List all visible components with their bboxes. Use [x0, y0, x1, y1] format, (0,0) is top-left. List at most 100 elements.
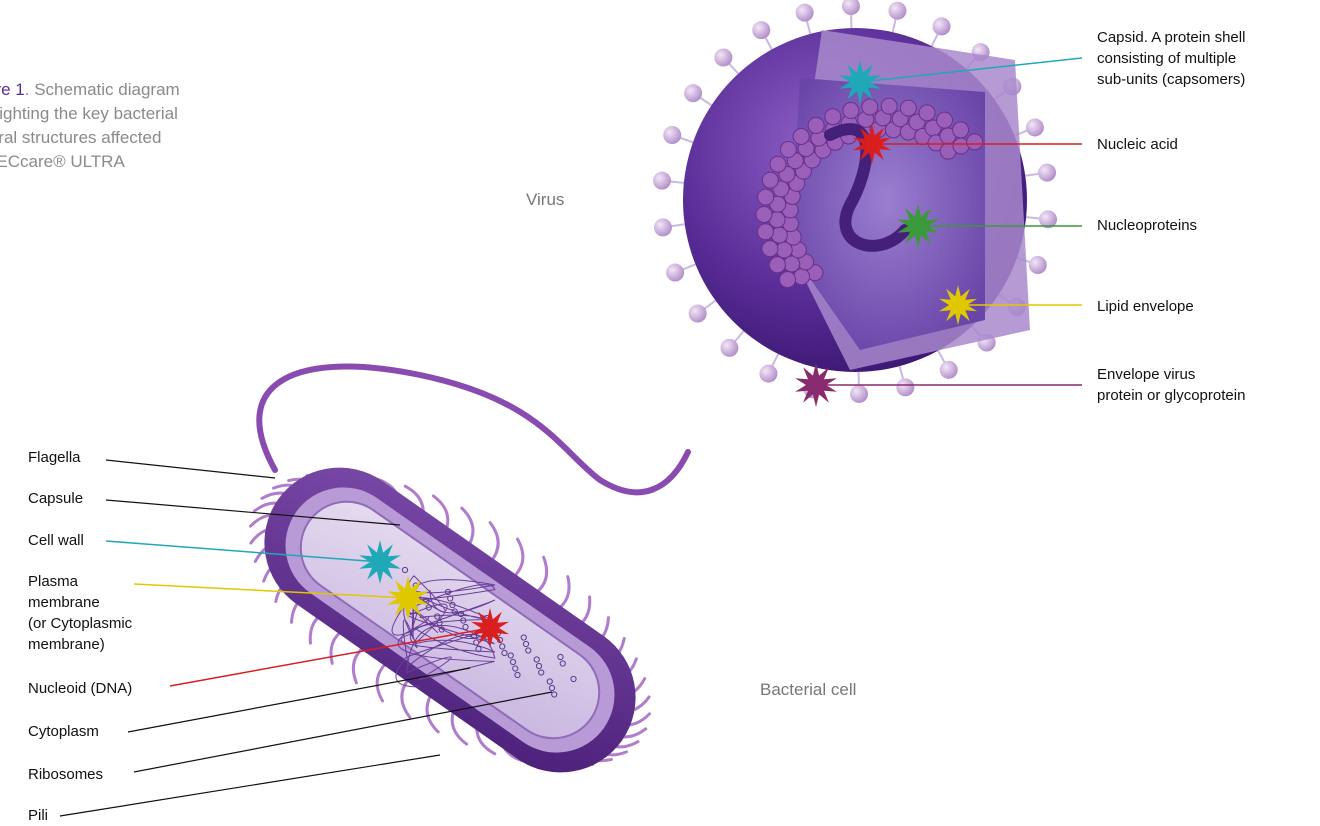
pilus	[402, 677, 410, 717]
virus-spike-knob	[972, 43, 990, 61]
virus-spike-knob	[796, 4, 814, 22]
ribosome	[476, 646, 481, 651]
virus-marker-nucleoproteins	[897, 204, 939, 248]
pilus	[598, 736, 638, 747]
virus-spike-stalk	[999, 295, 1017, 307]
virus-marker-envelope-protein	[795, 363, 837, 407]
virus-spike-knob	[1038, 164, 1056, 182]
capsomer-bead	[925, 120, 941, 136]
bacteria-title: Bacterial cell	[760, 680, 856, 700]
ribosome	[534, 657, 539, 662]
capsomer-bead	[770, 156, 786, 172]
bacteria-leader-capsule	[106, 500, 400, 525]
ribosome	[536, 663, 541, 668]
pilus	[477, 717, 495, 753]
bacteria-label-nucleoid: Nucleoid (DNA)	[28, 678, 132, 699]
bacteria-leader-ribosomes	[134, 692, 552, 772]
ribosome	[558, 654, 563, 659]
capsomer-bead	[795, 163, 811, 179]
virus-spike-stalk	[900, 366, 906, 387]
capsomer-bead	[841, 115, 857, 131]
capsomer-bead	[885, 122, 901, 138]
capsomer-bead	[915, 129, 931, 145]
bacteria-label-capsule: Capsule	[28, 488, 83, 509]
pilus	[307, 476, 341, 498]
virus-label-nucleic-acid: Nucleic acid	[1097, 134, 1178, 155]
virus-spike-knob	[654, 218, 672, 236]
bacteria-cytoplasm	[283, 484, 618, 757]
virus-spike-knob	[940, 361, 958, 379]
figure-caption: ure 1. Schematic diagram nlighting the k…	[0, 78, 256, 174]
virus-title: Virus	[526, 190, 564, 210]
virus-spike-knob	[842, 0, 860, 15]
capsomer-bead	[855, 124, 871, 140]
virus-label-capsid: Capsid. A protein shell consisting of mu…	[1097, 27, 1245, 90]
pilus	[588, 741, 626, 755]
ribosome	[448, 596, 453, 601]
pilus	[262, 493, 302, 504]
ribosome	[513, 666, 518, 671]
capsomer-bead	[928, 135, 944, 151]
virus-spike-stalk	[938, 351, 949, 370]
capsomer-bead	[937, 112, 953, 128]
capsomer-bead	[790, 242, 806, 258]
ribosome	[463, 624, 468, 629]
pilus	[452, 706, 466, 744]
capsomer-bead	[881, 98, 897, 114]
capsomer-bead	[825, 122, 841, 138]
virus-marker-capsid	[839, 60, 881, 104]
virus-nucleic-acid-strand	[830, 129, 905, 246]
capsomer-bead	[780, 272, 796, 288]
capsomer-bead	[798, 254, 814, 270]
virus-spike-knob	[896, 378, 914, 396]
ribosome	[497, 637, 502, 642]
pilus	[611, 697, 649, 711]
figure-reference: ure 1	[0, 80, 25, 99]
pilus	[378, 479, 400, 513]
ribosome	[495, 631, 500, 636]
pilus	[264, 559, 298, 581]
capsomer-bead	[789, 175, 805, 191]
virus-spike-knob	[1039, 210, 1057, 228]
ribosome	[515, 672, 520, 677]
pilus	[289, 479, 325, 497]
bacteria-marker-cell-wall	[359, 540, 401, 584]
virus-spike-stalk	[672, 135, 693, 142]
capsomer-bead	[953, 122, 969, 138]
capsomer-bead	[827, 134, 843, 150]
capsomer-bead	[940, 128, 956, 144]
pilus	[610, 714, 650, 725]
capsomer-bead	[798, 141, 814, 157]
capsomer-bead	[794, 269, 810, 285]
ribosome	[424, 598, 429, 603]
ribosome	[526, 648, 531, 653]
pilus	[331, 627, 349, 663]
pilus	[427, 692, 438, 732]
virus-spike-stalk	[805, 13, 811, 34]
capsomer-bead	[900, 124, 916, 140]
ribosome	[571, 676, 576, 681]
capsomer-bead	[771, 227, 787, 243]
virus-spike-knob	[714, 48, 732, 66]
virus-surface-spikes	[653, 0, 1057, 403]
ribosome	[510, 659, 515, 664]
virus-interior	[790, 78, 985, 350]
bacteria-ribosome-dots	[402, 567, 576, 697]
dna-strand	[392, 576, 495, 687]
bacteria-marker-nucleoid	[471, 608, 509, 648]
virus-spike-stalk	[768, 354, 778, 374]
capsomer-bead	[900, 100, 916, 116]
virus-spike-stalk	[1015, 127, 1035, 135]
bacteria-leader-cytoplasm	[128, 668, 470, 732]
pilus	[377, 661, 388, 701]
capsomer-bead	[776, 242, 792, 258]
ribosome	[402, 567, 407, 572]
capsomer-bead	[784, 256, 800, 272]
ribosome	[439, 627, 444, 632]
capsomer-bead	[870, 122, 886, 138]
virus-marker-nucleic-acid	[853, 124, 891, 164]
virus-spike-stalk	[1017, 258, 1038, 265]
bacteria-illustration	[235, 367, 688, 802]
virus-spike-stalk	[813, 368, 818, 389]
capsomer-bead	[770, 196, 786, 212]
